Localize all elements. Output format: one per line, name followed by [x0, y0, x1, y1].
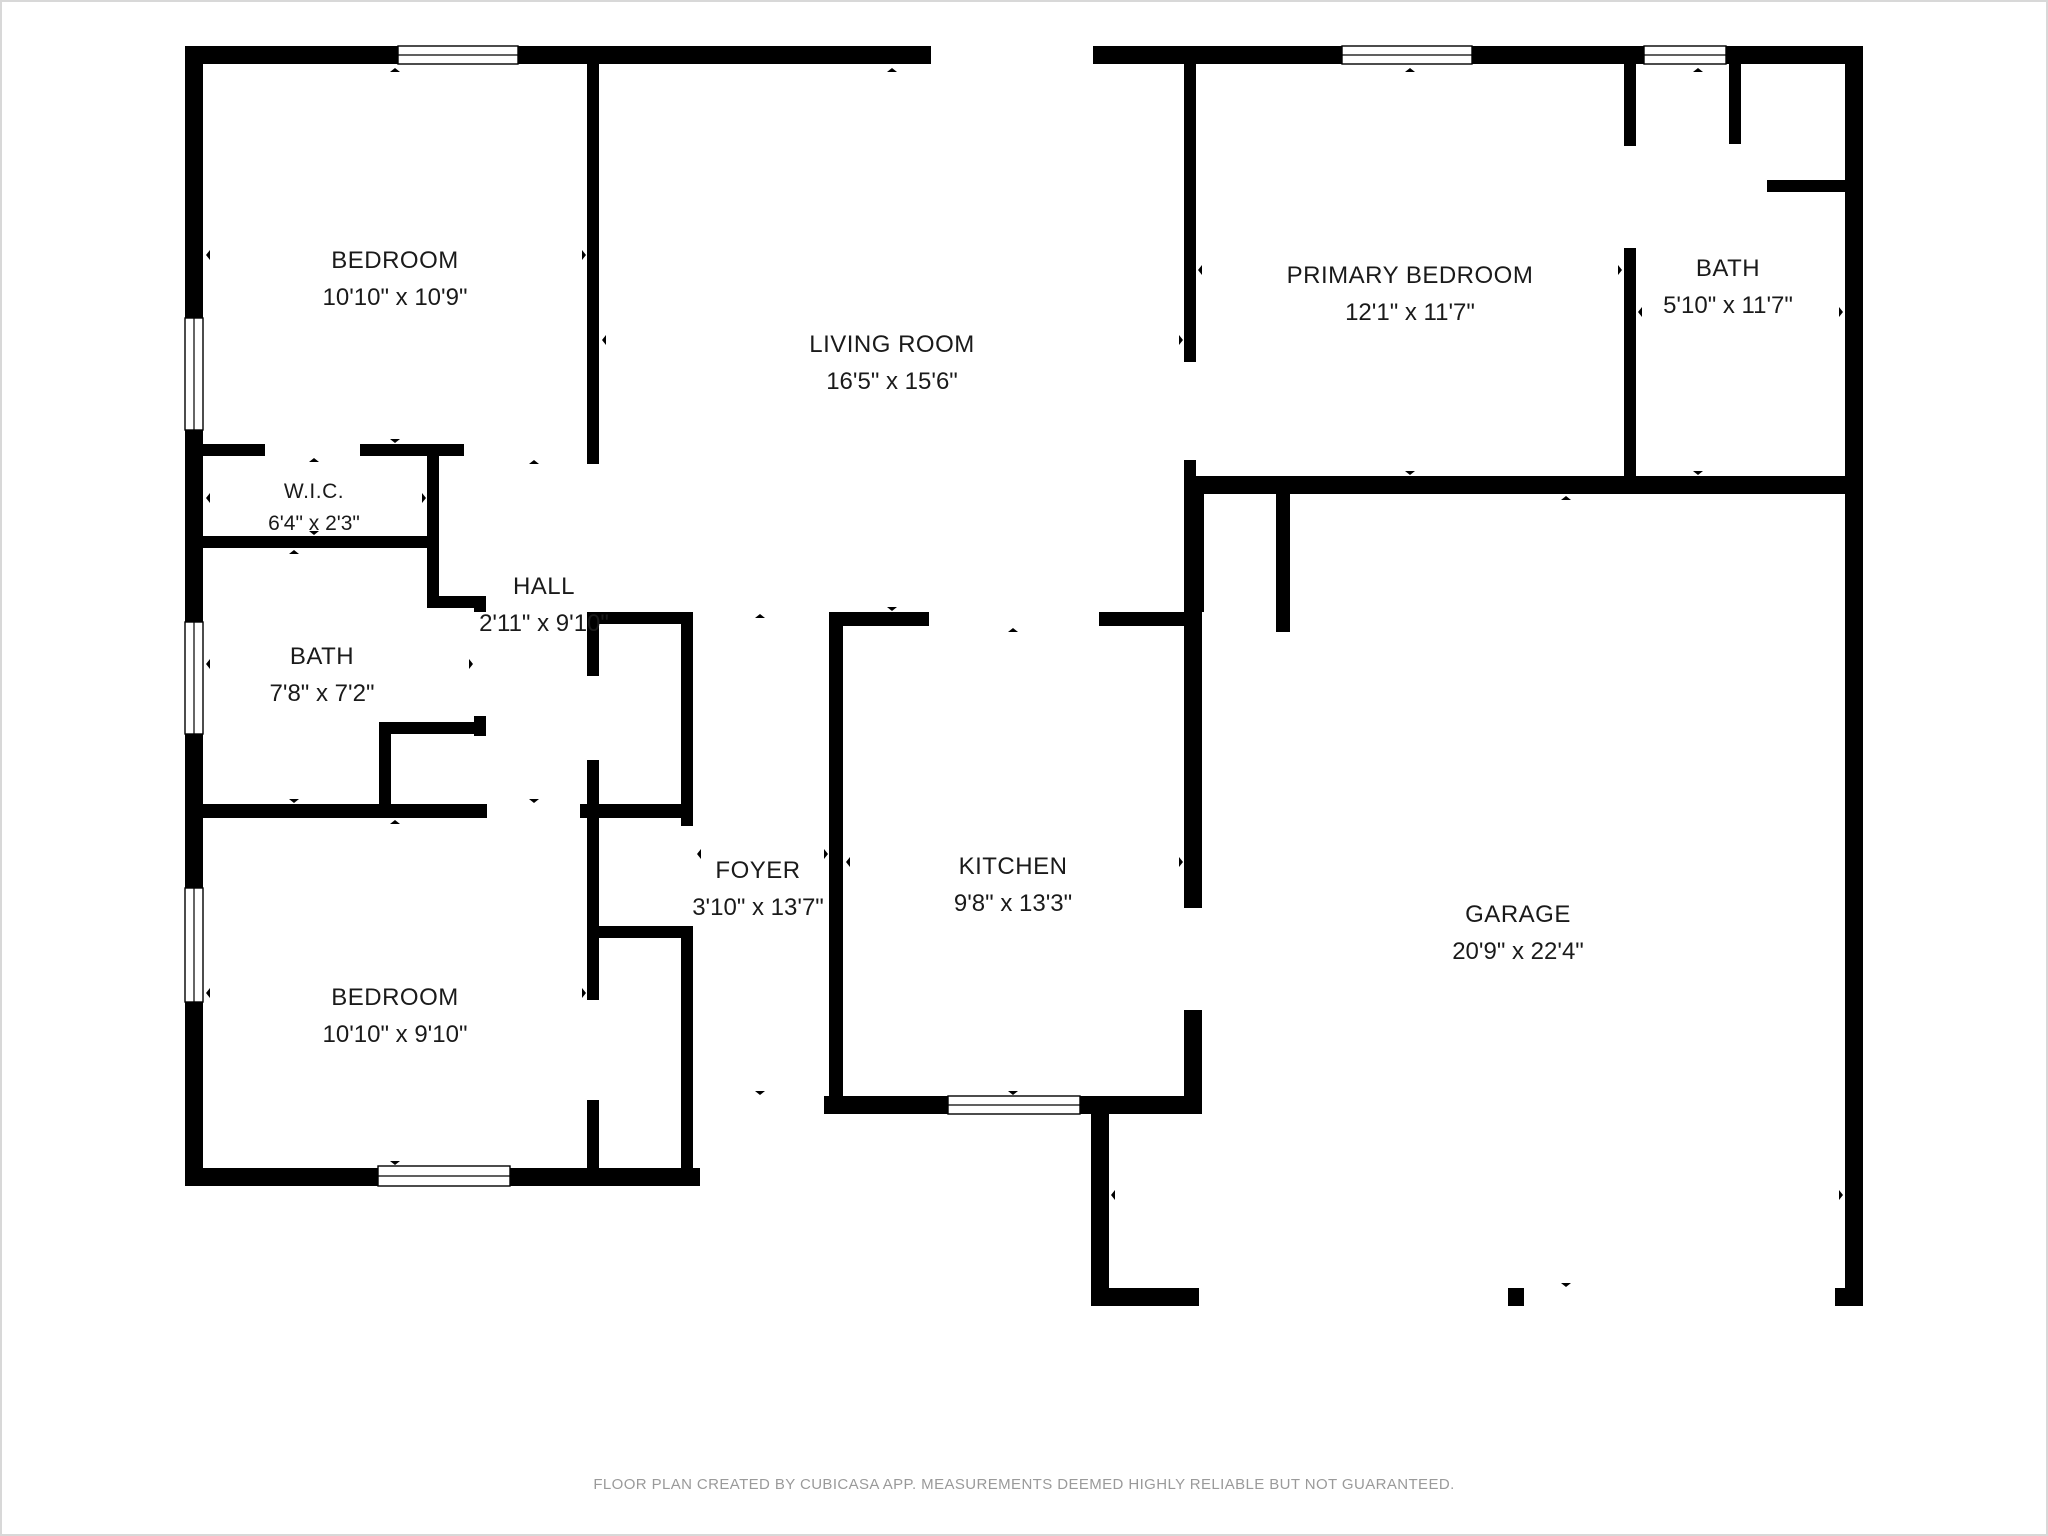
footer-disclaimer: FLOOR PLAN CREATED BY CUBICASA APP. MEAS…	[593, 1476, 1454, 1493]
wall-bedroom1-bottom-a	[185, 444, 265, 456]
room-labels: BEDROOM 10'10" x 10'9" LIVING ROOM 16'5"…	[268, 247, 1793, 1048]
room-primary-bedroom: PRIMARY BEDROOM 12'1" x 11'7"	[1287, 262, 1534, 326]
room-living-room-name: LIVING ROOM	[809, 331, 975, 358]
wall-bath2-closet-left	[379, 722, 391, 810]
room-bedroom-2-name: BEDROOM	[331, 984, 459, 1011]
wall-garage-entry	[1196, 494, 1204, 612]
wall-hall-right-a	[587, 456, 599, 464]
room-foyer: FOYER 3'10" x 13'7"	[692, 857, 824, 921]
room-primary-bedroom-dims: 12'1" x 11'7"	[1345, 299, 1475, 326]
wall-primary-bottom	[1184, 476, 1863, 494]
wall-kitchen-right-b	[1184, 1010, 1202, 1114]
wall-top-left	[185, 46, 931, 64]
wall-left	[185, 46, 203, 1186]
room-bedroom-2: BEDROOM 10'10" x 9'10"	[323, 984, 468, 1048]
wall-closet-top	[587, 612, 693, 624]
room-wic-name: W.I.C.	[284, 480, 344, 503]
room-living-room: LIVING ROOM 16'5" x 15'6"	[809, 331, 975, 395]
room-kitchen-name: KITCHEN	[959, 853, 1068, 880]
wall-garage-bottom-post	[1508, 1288, 1524, 1306]
wall-hall-right-c	[587, 760, 599, 818]
window-bath-top	[1643, 45, 1727, 65]
window-bedroom2-bottom	[377, 1165, 511, 1187]
window-kitchen-bottom	[947, 1095, 1081, 1115]
window-bath2-left	[184, 621, 204, 735]
wall-bedroom1-right	[587, 46, 599, 464]
wall-garage-bottom-left	[1091, 1288, 1199, 1306]
wall-closet2-top	[599, 926, 693, 938]
wall-bath2-closet-top	[379, 722, 486, 734]
wall-top-right	[1093, 46, 1863, 64]
window-bedroom2-left	[184, 887, 204, 1003]
room-bedroom-1-dims: 10'10" x 10'9"	[323, 284, 468, 311]
wall-kitchen-top-left	[829, 612, 929, 626]
wall-bath-stub-vertical	[1729, 46, 1741, 144]
window-bedroom1-top	[397, 45, 519, 65]
wall-kitchen-top-right	[1099, 612, 1201, 626]
room-garage-dims: 20'9" x 22'4"	[1452, 938, 1584, 965]
wall-kitchen-right-a	[1184, 612, 1202, 908]
wall-bath-stub-horizontal	[1767, 180, 1863, 192]
wall-closet-right	[681, 612, 693, 818]
room-hall-dims: 2'11" x 9'10"	[479, 610, 609, 637]
room-bath-2-name: BATH	[290, 643, 354, 670]
wall-hall-left-b	[427, 596, 477, 608]
wall-bedroom2-right-a	[587, 804, 599, 1000]
wall-living-right-a	[1184, 46, 1196, 362]
wall-closet2-right	[681, 926, 693, 1186]
wall-living-right-b	[1184, 460, 1196, 620]
room-foyer-name: FOYER	[715, 857, 800, 884]
room-bath-primary-name: BATH	[1696, 255, 1760, 282]
room-garage: GARAGE 20'9" x 22'4"	[1452, 901, 1584, 965]
wall-closet2-right-lower	[681, 818, 693, 826]
wall-bath-left-a	[1624, 46, 1636, 146]
wall-hall-right-b	[587, 612, 599, 676]
room-foyer-dims: 3'10" x 13'7"	[692, 894, 824, 921]
room-bath-primary-dims: 5'10" x 11'7"	[1663, 292, 1793, 319]
room-bath-2: BATH 7'8" x 7'2"	[270, 643, 375, 707]
wall-wic-bottom	[185, 536, 439, 548]
room-hall: HALL 2'11" x 9'10"	[479, 573, 609, 637]
room-wic-dims: 6'4" x 2'3"	[268, 512, 360, 535]
wall-garage-bottom-right	[1835, 1288, 1863, 1306]
wall-bath2-bottom	[185, 804, 487, 818]
room-bedroom-1: BEDROOM 10'10" x 10'9"	[323, 247, 468, 311]
wall-hall-left-c	[474, 596, 486, 612]
wall-right	[1845, 46, 1863, 1306]
wall-kitchen-left	[829, 612, 843, 1112]
room-bath-primary: BATH 5'10" x 11'7"	[1663, 255, 1793, 319]
wall-bedroom2-top-right	[580, 804, 688, 818]
window-primary-top	[1341, 45, 1473, 65]
room-kitchen-dims: 9'8" x 13'3"	[954, 890, 1072, 917]
walls	[185, 46, 1863, 1306]
wall-bath-left-b	[1624, 248, 1636, 494]
dimension-markers	[206, 68, 1843, 1287]
wall-garage-left	[1091, 1096, 1109, 1306]
room-kitchen: KITCHEN 9'8" x 13'3"	[954, 853, 1072, 917]
room-hall-name: HALL	[513, 573, 575, 600]
wall-wic-right	[427, 444, 439, 540]
wall-garage-stub	[1276, 494, 1290, 632]
wall-bedroom1-bottom-b	[360, 444, 464, 456]
room-bedroom-2-dims: 10'10" x 9'10"	[323, 1021, 468, 1048]
room-wic: W.I.C. 6'4" x 2'3"	[268, 480, 360, 535]
window-bedroom1-left	[184, 317, 204, 431]
room-garage-name: GARAGE	[1465, 901, 1571, 928]
wall-bedroom2-right-b	[587, 1100, 599, 1186]
windows	[184, 45, 1727, 1187]
room-bath-2-dims: 7'8" x 7'2"	[270, 680, 375, 707]
room-bedroom-1-name: BEDROOM	[331, 247, 459, 274]
room-living-room-dims: 16'5" x 15'6"	[826, 368, 958, 395]
wall-hall-left-a	[427, 536, 439, 608]
room-primary-bedroom-name: PRIMARY BEDROOM	[1287, 262, 1534, 289]
